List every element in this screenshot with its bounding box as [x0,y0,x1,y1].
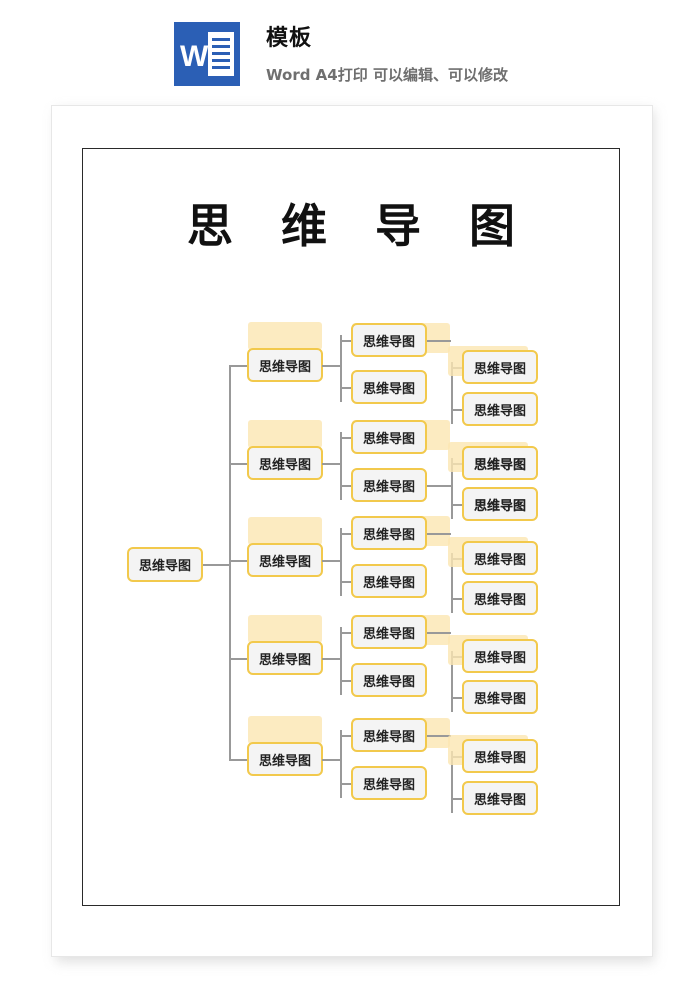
level2-connector [322,658,340,660]
node-highlight [248,322,322,350]
root-connector [203,564,229,566]
level2-node[interactable]: 思维导图 [351,323,427,357]
level2-branch [340,632,351,634]
level2-branch [340,581,351,583]
node-highlight [248,615,322,643]
level3-connector [427,485,451,487]
template-title: 模板 [266,26,313,51]
level3-spine [451,458,453,519]
level2-node[interactable]: 思维导图 [351,564,427,598]
plain-label[interactable]: 思维导图 [473,498,526,514]
level3-node[interactable]: 思维导图 [462,541,538,575]
level3-node[interactable]: 思维导图 [462,781,538,815]
level2-branch [340,735,351,737]
level1-node[interactable]: 思维导图 [247,543,323,577]
level3-node[interactable]: 思维导图 [462,639,538,673]
level2-connector [322,463,340,465]
level1-connector [229,759,247,761]
level3-branch [451,697,462,699]
level2-branch [340,533,351,535]
level3-node[interactable]: 思维导图 [462,581,538,615]
level3-branch [451,798,462,800]
level3-connector [427,533,451,535]
level2-branch [340,437,351,439]
level1-connector [229,560,247,562]
root-node[interactable]: 思维导图 [127,547,203,582]
level3-node[interactable]: 思维导图 [462,487,538,521]
level2-node[interactable]: 思维导图 [351,718,427,752]
level3-connector [427,632,451,634]
level3-connector [427,735,451,737]
level3-connector [427,340,451,342]
level2-branch [340,387,351,389]
level3-spine [451,751,453,813]
level2-node[interactable]: 思维导图 [351,615,427,649]
plain-label[interactable]: 思维导图 [473,457,526,473]
level1-connector [229,463,247,465]
level3-spine [451,651,453,712]
level3-node[interactable]: 思维导图 [462,680,538,714]
word-icon-letter: W [180,40,209,73]
level2-node[interactable]: 思维导图 [351,663,427,697]
level2-branch [340,680,351,682]
level3-branch [451,409,462,411]
template-subtitle: Word A4打印 可以编辑、可以修改 [266,66,508,84]
level2-spine [340,335,342,402]
word-icon: W [174,22,240,86]
level3-node[interactable]: 思维导图 [462,739,538,773]
level3-spine [451,553,453,613]
page-border [82,148,620,906]
level2-branch [340,485,351,487]
level3-node[interactable]: 思维导图 [462,392,538,426]
node-highlight [248,420,322,448]
level1-connector [229,658,247,660]
level2-branch [340,340,351,342]
level2-spine [340,730,342,798]
node-highlight [248,716,322,744]
level2-spine [340,432,342,500]
level2-connector [322,560,340,562]
node-highlight [248,517,322,545]
level1-spine [229,365,231,759]
level3-branch [451,598,462,600]
level3-node[interactable]: 思维导图 [462,446,538,480]
level1-node[interactable]: 思维导图 [247,348,323,382]
level2-connector [322,365,340,367]
level1-connector [229,365,247,367]
level3-branch [451,504,462,506]
level2-node[interactable]: 思维导图 [351,516,427,550]
level2-connector [322,759,340,761]
level2-branch [340,783,351,785]
level3-spine [451,362,453,424]
level2-node[interactable]: 思维导图 [351,370,427,404]
level2-node[interactable]: 思维导图 [351,468,427,502]
level2-spine [340,528,342,596]
level3-node[interactable]: 思维导图 [462,350,538,384]
level2-node[interactable]: 思维导图 [351,420,427,454]
level1-node[interactable]: 思维导图 [247,742,323,776]
level1-node[interactable]: 思维导图 [247,446,323,480]
document-title: 思维导图 [187,199,563,253]
level2-spine [340,627,342,695]
level1-node[interactable]: 思维导图 [247,641,323,675]
level2-node[interactable]: 思维导图 [351,766,427,800]
